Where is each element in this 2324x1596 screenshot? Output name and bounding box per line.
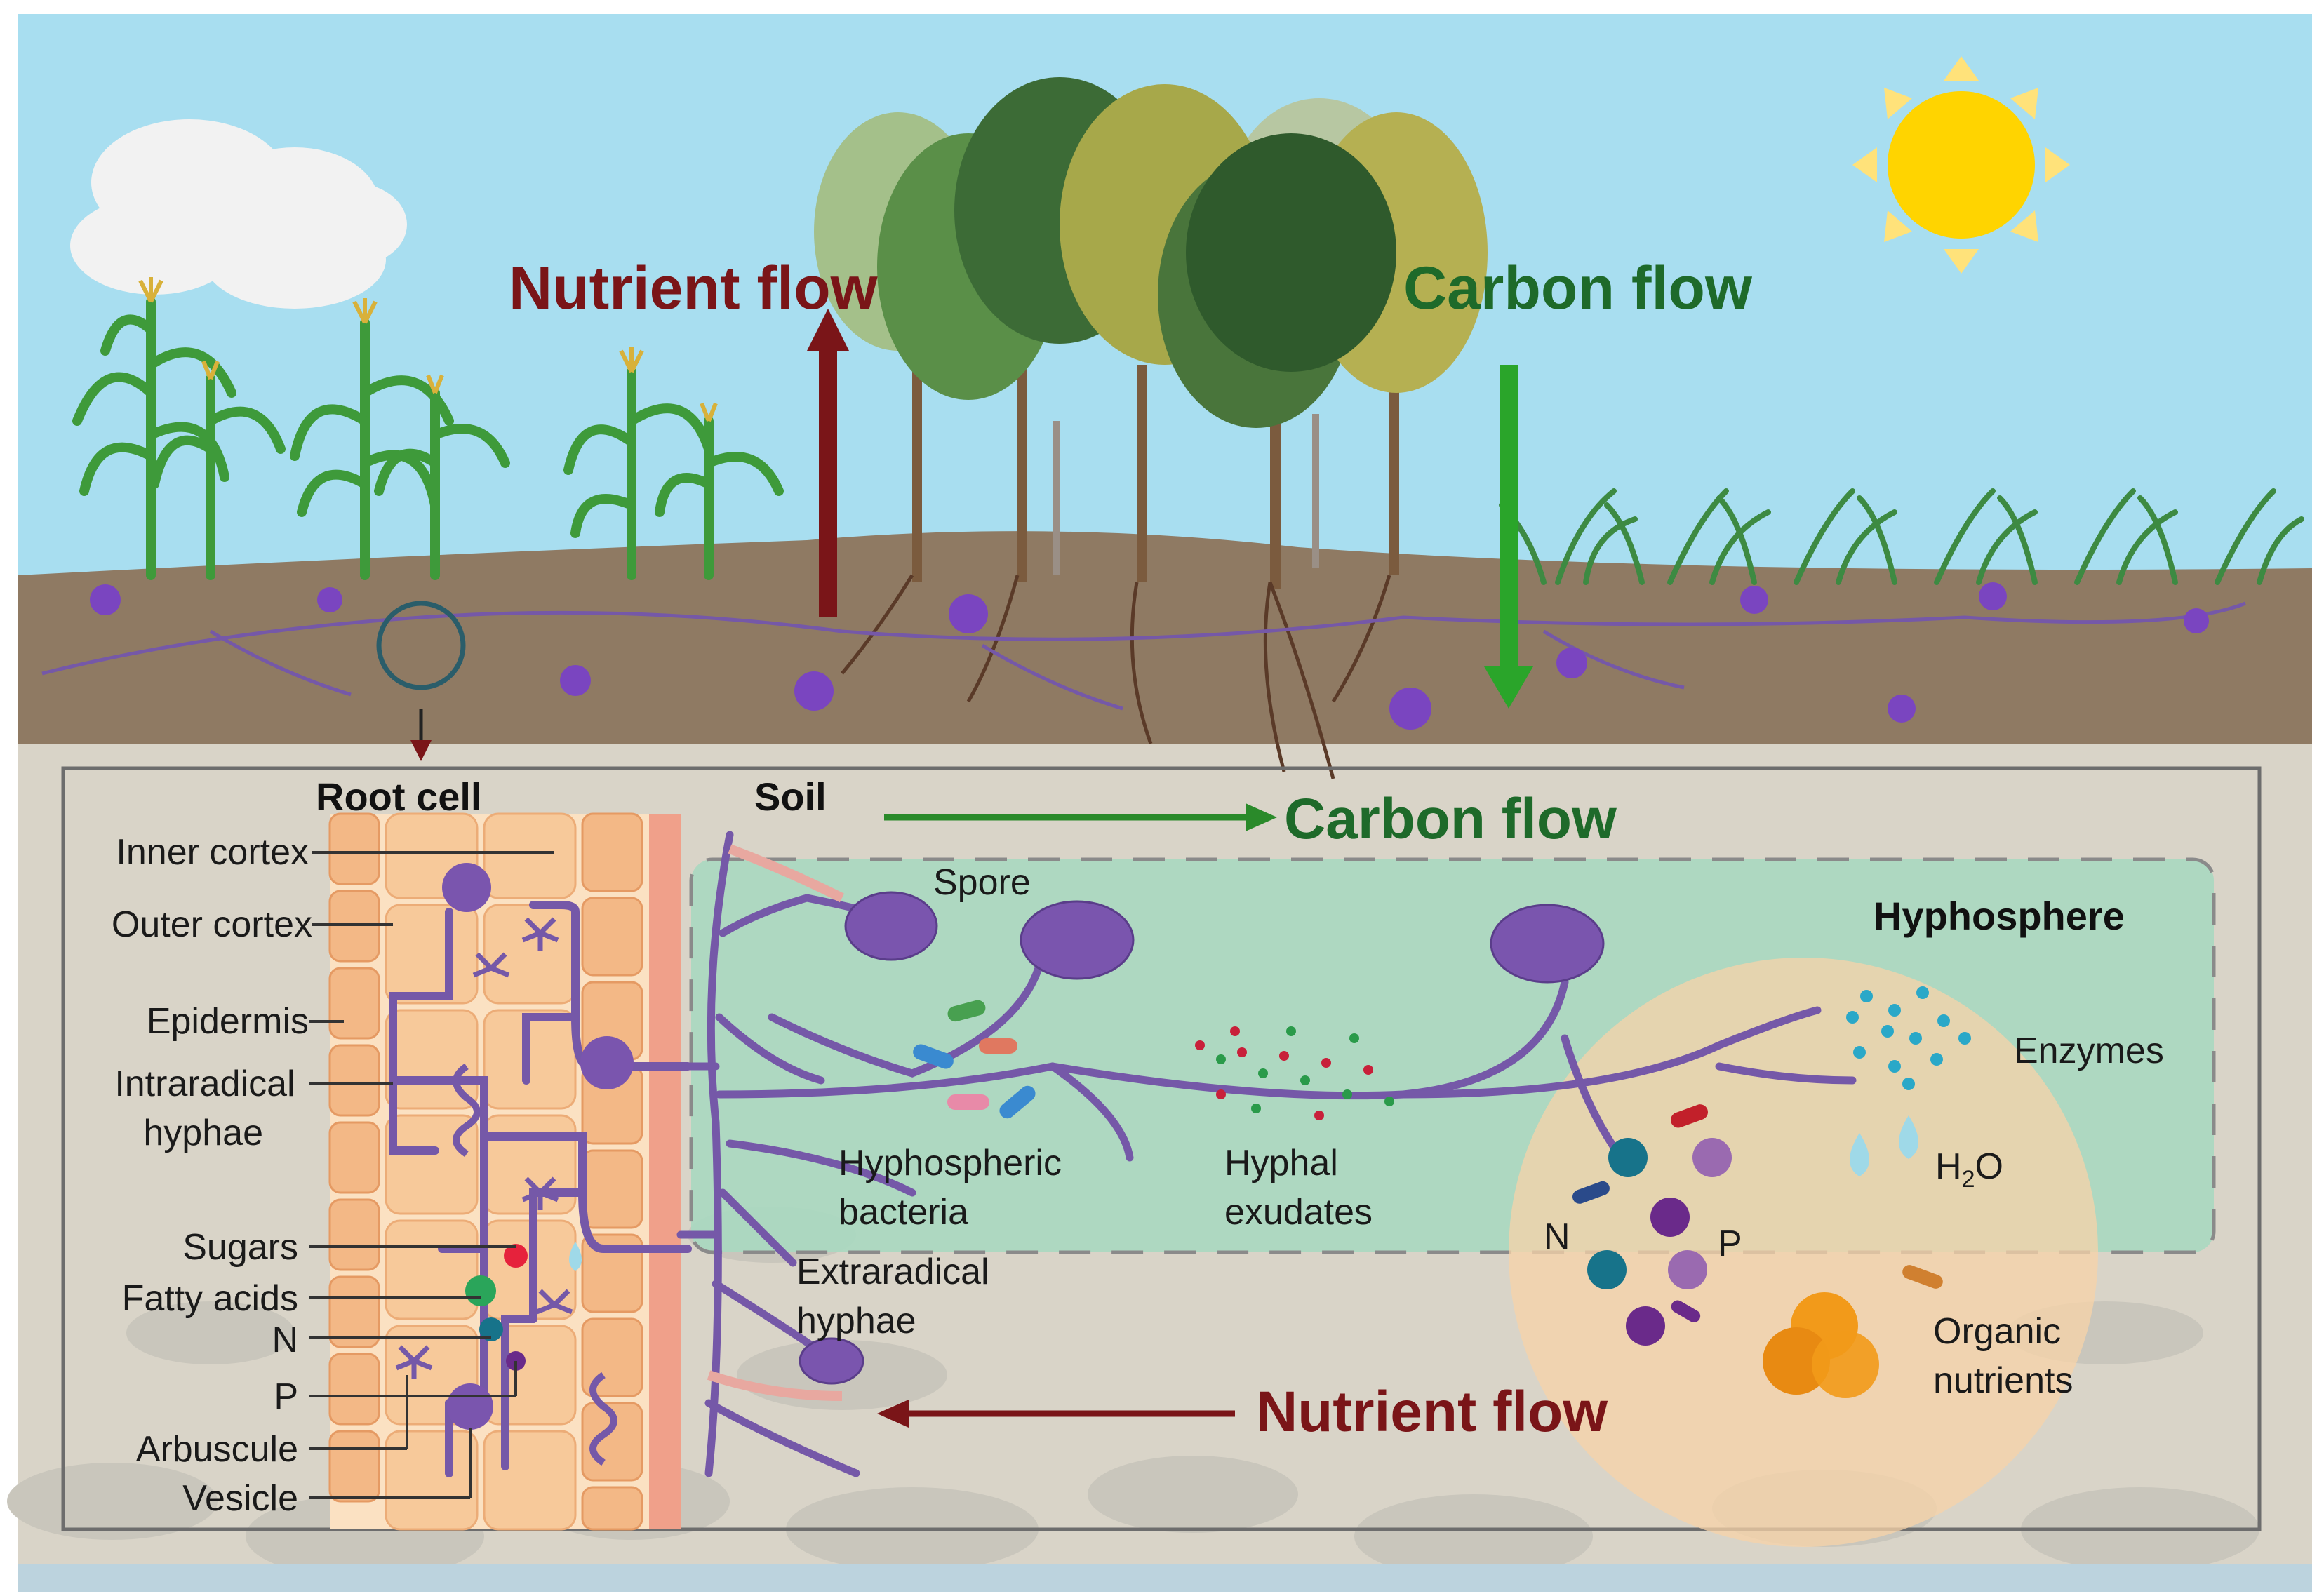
zoom-circle bbox=[376, 601, 466, 690]
nutrient-zone bbox=[1509, 958, 2098, 1547]
panel-carbon-flow-arrowhead bbox=[1246, 803, 1277, 831]
soil-base bbox=[18, 1564, 2312, 1592]
n-dot bbox=[479, 1317, 503, 1341]
panel-carbon-flow-label: Carbon flow bbox=[1284, 787, 1617, 851]
enzymes-label: Enzymes bbox=[2014, 1031, 2164, 1071]
panel-nutrient-flow-label: Nutrient flow bbox=[1256, 1380, 1608, 1444]
exudate-dots bbox=[1195, 1026, 1394, 1120]
organic-nutrients-icon bbox=[1763, 1292, 1879, 1398]
topsoil bbox=[18, 531, 2312, 772]
leader-lines bbox=[309, 851, 554, 1499]
arbuscule-icon bbox=[395, 917, 573, 1379]
spore-icons bbox=[799, 891, 1605, 1385]
detail-panel bbox=[61, 766, 2262, 1531]
water-drop-icon bbox=[569, 1242, 582, 1271]
sugar-dot bbox=[504, 1244, 528, 1268]
sun-icon bbox=[1852, 56, 2070, 274]
corn-plants bbox=[72, 297, 784, 580]
organic-nutrients-label: Organic nutrients bbox=[1933, 1311, 2073, 1401]
soil-label: Soil bbox=[754, 774, 827, 819]
nutrient-flow-arrowhead bbox=[807, 309, 849, 351]
hyphal-exudates-label: Hyphal exudates bbox=[1224, 1143, 1373, 1233]
grass bbox=[1499, 488, 2304, 585]
hyphosphere-border bbox=[689, 857, 2216, 1254]
hyphosphere-label: Hyphosphere bbox=[1874, 894, 2125, 938]
top-roots bbox=[841, 574, 1391, 779]
outer-cortex-label: Outer cortex bbox=[112, 904, 312, 945]
nutrient-molecules bbox=[1587, 1138, 1732, 1346]
water-drop-icon-2 bbox=[1899, 1115, 1918, 1159]
panel-nutrient-flow-arrowhead bbox=[877, 1400, 909, 1428]
root-cell-label: Root cell bbox=[316, 774, 481, 819]
trees bbox=[814, 77, 1488, 589]
intraradical-hyphae-label: Intraradical hyphae bbox=[114, 1064, 305, 1153]
epidermis-label: Epidermis bbox=[147, 1001, 309, 1042]
top-nutrient-flow-label: Nutrient flow bbox=[509, 255, 879, 322]
coiled-hypha-icon bbox=[453, 1063, 481, 1158]
spore-label: Spore bbox=[933, 862, 1031, 903]
cloud-icon bbox=[70, 119, 407, 309]
root-hair-lower bbox=[707, 1370, 843, 1401]
root-hair bbox=[728, 844, 845, 903]
arbuscule-label: Arbuscule bbox=[136, 1429, 298, 1470]
n-label: N bbox=[272, 1320, 298, 1360]
sugars-label: Sugars bbox=[182, 1227, 298, 1268]
hyphosphere-p-label: P bbox=[1718, 1223, 1742, 1264]
extraradical-hyphae-label: Extraradical hyphae bbox=[796, 1252, 999, 1341]
hyphospheric-bacteria-label: Hyphospheric bacteria bbox=[839, 1143, 1071, 1233]
enzyme-dots bbox=[1846, 986, 1971, 1090]
coiled-hypha-icon-2 bbox=[589, 1372, 617, 1466]
inner-cortex-label: Inner cortex bbox=[116, 832, 309, 873]
carbon-flow-arrowhead bbox=[1484, 666, 1533, 709]
root-tissue bbox=[328, 812, 681, 1531]
p-label: P bbox=[274, 1376, 298, 1417]
top-carbon-flow-label: Carbon flow bbox=[1403, 255, 1753, 322]
corn-tassels bbox=[138, 277, 718, 422]
fatty-acids-label: Fatty acids bbox=[122, 1278, 298, 1319]
water-label: H2O bbox=[1935, 1146, 2003, 1193]
hyphosphere-n-label: N bbox=[1544, 1216, 1570, 1257]
vesicle-label: Vesicle bbox=[182, 1478, 298, 1519]
top-spores bbox=[90, 582, 2209, 730]
bacteria-icons bbox=[913, 1000, 1943, 1322]
water-drop-icon-1 bbox=[1850, 1133, 1869, 1176]
fatty-acid-dot bbox=[465, 1275, 496, 1306]
